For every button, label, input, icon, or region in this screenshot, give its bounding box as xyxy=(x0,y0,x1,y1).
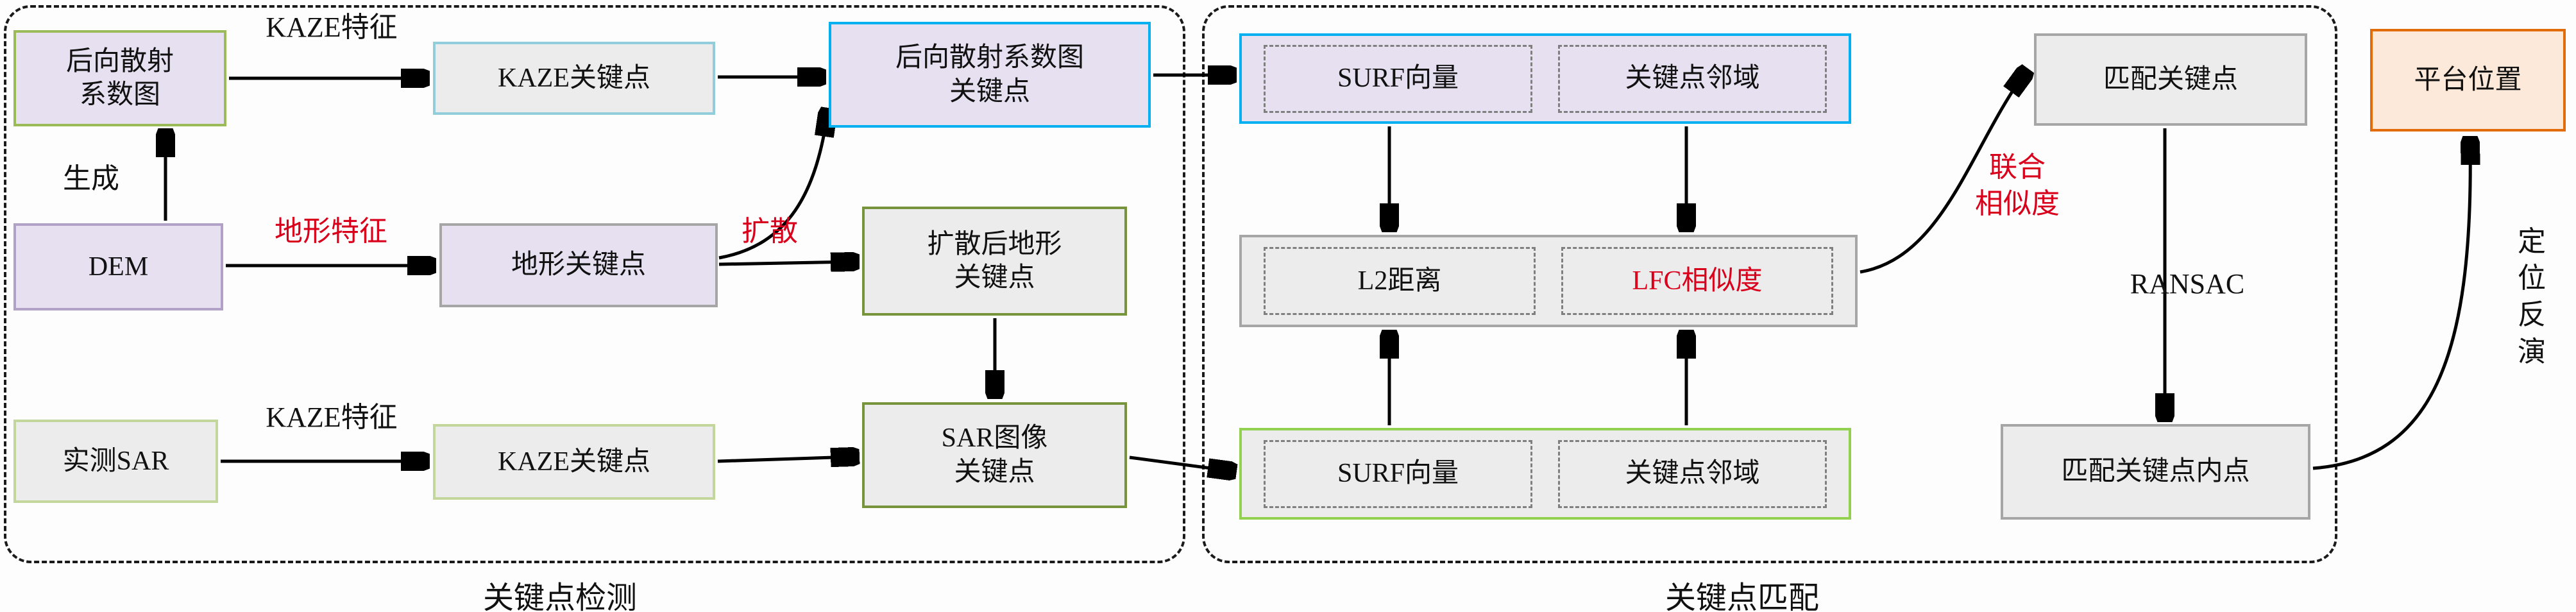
label-kaze-feature-top: KAZE特征 xyxy=(266,12,398,43)
caption-keypoint-detection: 关键点检测 xyxy=(482,581,638,612)
node-l2-distance: L2距离 xyxy=(1264,247,1536,315)
node-diffused-terrain-keypoints: 扩散后地形 关键点 xyxy=(862,207,1127,316)
node-keypoint-neighborhood-bottom: 关键点邻域 xyxy=(1558,439,1827,508)
label-joint-similarity: 联合 相似度 xyxy=(1975,151,2060,220)
label-localization-inversion: 定位 反演 xyxy=(2518,226,2546,368)
node-keypoint-neighborhood-top: 关键点邻域 xyxy=(1558,44,1827,113)
label-kaze-feature-bottom: KAZE特征 xyxy=(266,402,398,433)
node-dem: DEM xyxy=(13,223,223,310)
label-ransac: RANSAC xyxy=(2130,268,2245,300)
label-terrain-feature: 地形特征 xyxy=(275,216,387,247)
node-surf-vector-bottom: SURF向量 xyxy=(1264,439,1532,508)
node-platform-position: 平台位置 xyxy=(2370,29,2566,132)
node-similarity-group: L2距离 LFC相似度 xyxy=(1239,235,1858,327)
node-terrain-keypoints: 地形关键点 xyxy=(439,223,718,307)
node-matched-keypoints: 匹配关键点 xyxy=(2034,33,2307,126)
label-generate: 生成 xyxy=(63,163,119,194)
node-kaze-keypoints-top: KAZE关键点 xyxy=(433,42,715,115)
caption-keypoint-matching: 关键点匹配 xyxy=(1665,581,1820,612)
node-measured-sar: 实测SAR xyxy=(13,420,218,503)
node-backscatter-keypoints: 后向散射系数图 关键点 xyxy=(829,22,1151,128)
node-kaze-keypoints-bottom: KAZE关键点 xyxy=(433,424,715,500)
detection-section-frame xyxy=(4,5,1185,563)
node-sar-image-keypoints: SAR图像 关键点 xyxy=(862,402,1127,508)
node-sar-descriptor-group: SURF向量 关键点邻域 xyxy=(1239,428,1851,520)
node-surf-vector-top: SURF向量 xyxy=(1264,44,1532,113)
node-lfc-similarity: LFC相似度 xyxy=(1561,247,1833,315)
label-diffuse: 扩散 xyxy=(741,216,798,247)
node-matched-inliers: 匹配关键点内点 xyxy=(2001,424,2310,520)
node-reference-descriptor-group: SURF向量 关键点邻域 xyxy=(1239,33,1851,124)
node-backscatter-map: 后向散射 系数图 xyxy=(13,30,226,126)
